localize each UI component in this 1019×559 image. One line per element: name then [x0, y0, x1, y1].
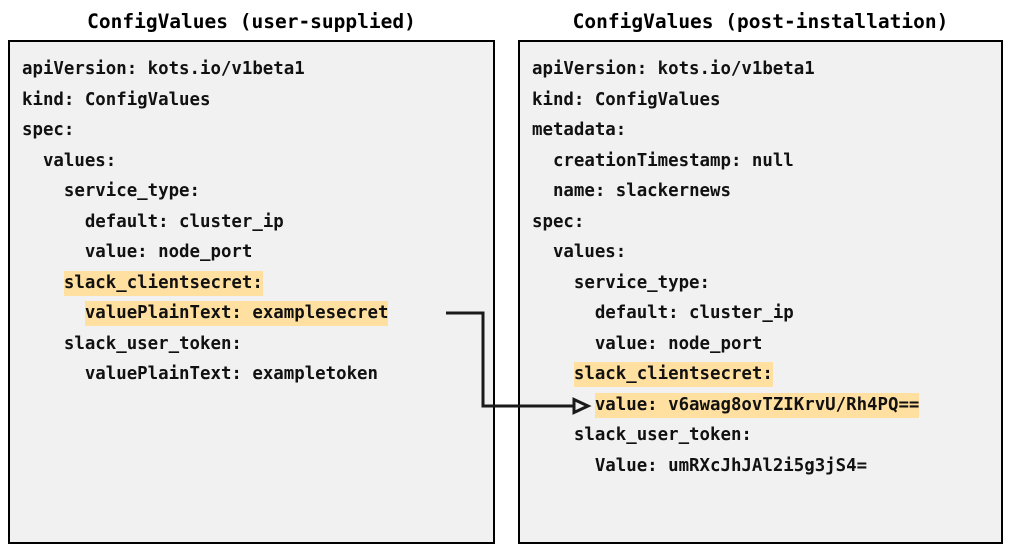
code-text: value: node_port — [84, 242, 253, 262]
code-block-user-supplied: apiVersion: kots.io/v1beta1 kind: ConfigV… — [22, 54, 489, 390]
code-line: slack_clientsecret: — [532, 359, 997, 390]
code-text: kind: ConfigValues — [532, 89, 721, 110]
code-line: slack_user_token: — [22, 329, 489, 360]
code-text: slack_user_token: — [63, 333, 242, 354]
code-text: apiVersion: kots.io/v1beta1 — [532, 59, 815, 79]
code-indent — [532, 151, 553, 171]
code-indent — [22, 212, 85, 232]
code-text: name: slackernews — [552, 181, 731, 201]
code-text: values: — [552, 242, 627, 262]
code-indent — [532, 181, 553, 201]
code-indent — [532, 425, 574, 445]
code-line: kind: ConfigValues — [22, 85, 489, 116]
code-text: values: — [42, 150, 117, 171]
code-line: Value: umRXcJhJAl2i5g3jS4= — [532, 451, 997, 482]
panel-box-post-installation: apiVersion: kots.io/v1beta1 kind: ConfigV… — [518, 40, 1003, 544]
panel-title-post-installation: ConfigValues (post-installation) — [572, 10, 949, 33]
code-line: spec: — [22, 115, 489, 146]
code-line: spec: — [532, 207, 997, 238]
code-line: default: cluster_ip — [22, 207, 489, 238]
panel-title-user-supplied: ConfigValues (user-supplied) — [87, 10, 416, 33]
code-text: valuePlainText: examplesecret — [84, 301, 389, 326]
code-line: slack_user_token: — [532, 420, 997, 451]
code-line: slack_clientsecret: — [22, 268, 489, 299]
code-indent — [22, 303, 85, 323]
code-line: value: v6awag8ovTZIKrvU/Rh4PQ== — [532, 390, 997, 421]
code-indent — [22, 151, 43, 171]
code-line: value: node_port — [22, 237, 489, 268]
code-text: service_type: — [573, 272, 711, 293]
code-indent — [532, 273, 574, 293]
code-line: apiVersion: kots.io/v1beta1 — [532, 54, 997, 85]
code-line: valuePlainText: exampletoken — [22, 359, 489, 390]
code-text: service_type: — [63, 181, 201, 201]
code-line: name: slackernews — [532, 176, 997, 207]
code-text: apiVersion: kots.io/v1beta1 — [22, 59, 305, 79]
code-text: default: cluster_ip — [84, 211, 284, 232]
code-indent — [532, 364, 574, 384]
code-indent — [22, 334, 64, 354]
code-indent — [532, 334, 595, 354]
code-line: creationTimestamp: null — [532, 146, 997, 177]
code-indent — [532, 456, 595, 476]
code-indent — [22, 181, 64, 201]
code-text: spec: — [22, 120, 75, 140]
code-indent — [22, 273, 64, 293]
code-line: values: — [22, 146, 489, 177]
panel-box-user-supplied: apiVersion: kots.io/v1beta1 kind: ConfigV… — [8, 40, 495, 544]
code-text: valuePlainText: exampletoken — [84, 364, 378, 384]
code-text: slack_clientsecret: — [573, 362, 773, 387]
code-line: kind: ConfigValues — [532, 85, 997, 116]
code-text: kind: ConfigValues — [22, 89, 211, 110]
code-line: values: — [532, 237, 997, 268]
code-indent — [22, 242, 85, 262]
code-line: apiVersion: kots.io/v1beta1 — [22, 54, 489, 85]
code-line: service_type: — [22, 176, 489, 207]
code-line: valuePlainText: examplesecret — [22, 298, 489, 329]
code-block-post-installation: apiVersion: kots.io/v1beta1 kind: ConfigV… — [532, 54, 997, 481]
code-line: value: node_port — [532, 329, 997, 360]
code-text: value: node_port — [594, 333, 763, 354]
code-line: metadata: — [532, 115, 997, 146]
code-indent — [532, 395, 595, 415]
code-line: default: cluster_ip — [532, 298, 997, 329]
code-text: default: cluster_ip — [594, 303, 794, 323]
code-indent — [532, 242, 553, 262]
code-line: service_type: — [532, 268, 997, 299]
code-indent — [22, 364, 85, 384]
code-indent — [532, 303, 595, 323]
code-text: slack_user_token: — [573, 425, 752, 445]
code-text: slack_clientsecret: — [63, 270, 263, 296]
code-text: metadata: — [532, 120, 627, 140]
code-text: Value: umRXcJhJAl2i5g3jS4= — [594, 455, 868, 476]
code-text: creationTimestamp: null — [552, 150, 794, 171]
code-text: spec: — [532, 211, 585, 232]
code-text: value: v6awag8ovTZIKrvU/Rh4PQ== — [594, 392, 920, 418]
